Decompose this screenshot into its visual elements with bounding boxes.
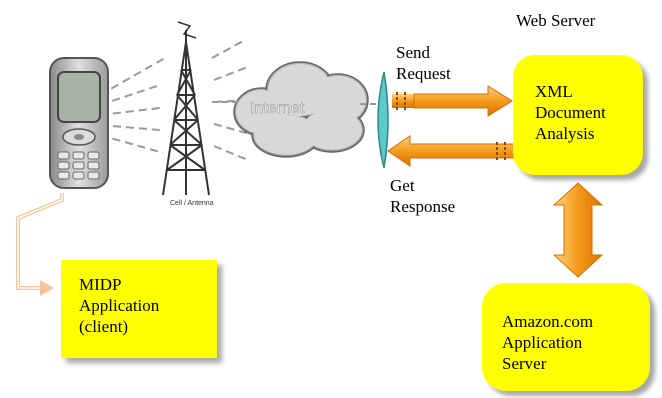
get-response-line2: Response xyxy=(390,197,456,216)
amazon-server-label: Amazon.com Application Server xyxy=(502,312,594,373)
mobile-phone-icon xyxy=(49,57,109,189)
internet-cloud-icon xyxy=(233,61,369,158)
get-response-label: Get Response xyxy=(390,175,455,217)
signal-rays xyxy=(99,39,251,161)
gateway-lens-icon xyxy=(377,71,389,169)
midp-client-label: MIDP Application (client) xyxy=(79,275,160,336)
server-link-arrow xyxy=(552,182,604,278)
cloud-label: Internet xyxy=(250,100,305,117)
tower-label: Cell / Antenna xyxy=(170,200,214,207)
xml-analysis-box: XML Document Analysis xyxy=(513,55,643,175)
get-response-arrow xyxy=(387,135,515,167)
send-request-line1: Send xyxy=(396,43,430,62)
send-request-label: Send Request xyxy=(396,42,451,84)
amazon-server-box: Amazon.com Application Server xyxy=(482,283,650,391)
web-server-title: Web Server xyxy=(516,11,596,30)
get-response-line1: Get xyxy=(390,176,415,195)
xml-analysis-label: XML Document Analysis xyxy=(535,82,606,143)
spacer xyxy=(388,83,498,93)
midp-client-box: MIDP Application (client) xyxy=(61,260,217,358)
cell-tower-icon xyxy=(162,21,210,196)
send-request-arrow xyxy=(392,85,513,117)
send-request-line2: Request xyxy=(396,64,451,83)
phone-to-client-connector xyxy=(16,193,64,296)
